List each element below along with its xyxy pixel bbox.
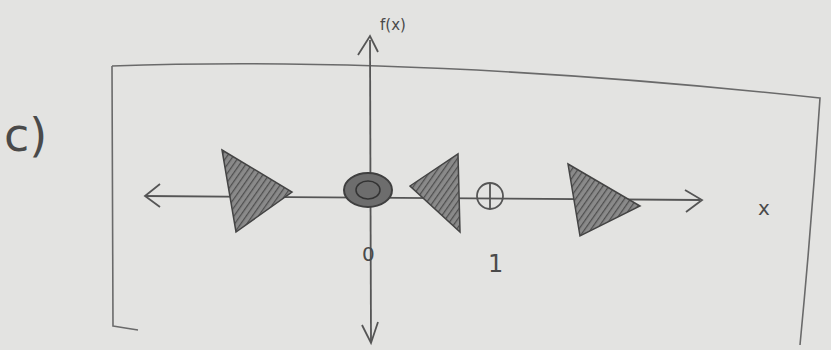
filled-point	[344, 173, 392, 207]
axes	[145, 36, 702, 343]
shaded-triangle	[222, 150, 292, 232]
axis-label: x	[758, 198, 770, 218]
shaded-triangle	[410, 154, 460, 232]
open-point	[477, 183, 503, 209]
shaded-triangle	[568, 164, 640, 236]
tick-value: 1	[488, 252, 503, 276]
open-point-tick	[489, 184, 491, 208]
part-label: c)	[4, 112, 47, 158]
filled-point	[356, 181, 380, 199]
axis-label: f(x)	[380, 18, 406, 33]
frame-outline	[112, 64, 820, 345]
tick-value: 0	[362, 244, 375, 264]
